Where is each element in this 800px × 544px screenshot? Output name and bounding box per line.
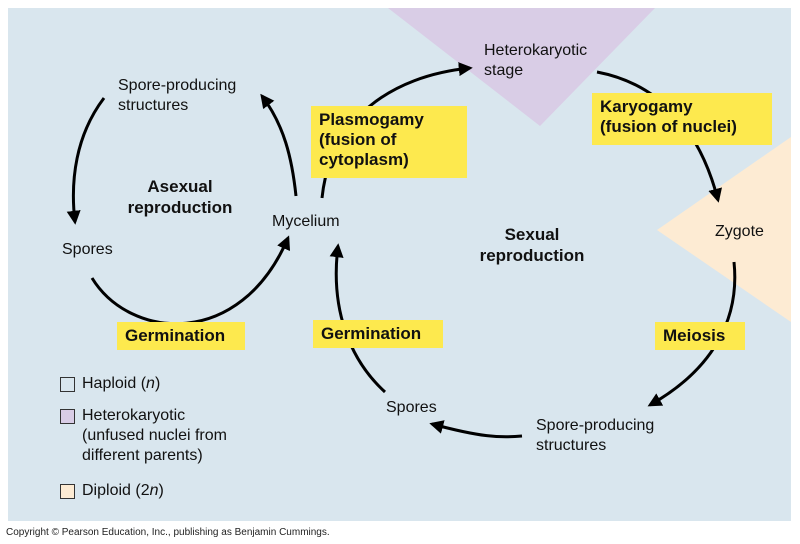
arrow-spore-structures-to-spores — [429, 420, 523, 439]
legend-item-haploid: Haploid (n) — [60, 374, 160, 394]
legend-diploid-label: Diploid — [82, 482, 131, 499]
legend-item-diploid: Diploid (2n) — [60, 481, 164, 501]
heterokaryotic-stage-label: Heterokaryotic stage — [484, 42, 588, 79]
arrow-spore-structures-to-spores — [66, 97, 106, 225]
haploid-swatch — [60, 377, 75, 392]
legend-item-heterokaryotic: Heterokaryotic (unfused nuclei from diff… — [60, 406, 227, 466]
meiosis-box: Meiosis — [655, 322, 745, 350]
sexual-spore-producing-structures-label: Spore-producing structures — [536, 417, 655, 454]
arrow-spores-to-mycelium — [90, 235, 291, 326]
heterokaryotic-swatch — [60, 409, 75, 424]
diploid-swatch — [60, 484, 75, 499]
legend-heterokaryotic-label: Heterokaryotic — [82, 407, 186, 424]
asexual-reproduction-title: Asexual reproduction — [127, 177, 233, 217]
asexual-spore-producing-structures-label: Spore-producing structures — [118, 77, 237, 114]
legend-diploid-symbol: 2n — [140, 482, 159, 499]
mycelium-label: Mycelium — [272, 213, 340, 230]
legend-haploid-symbol: n — [146, 375, 155, 392]
legend-haploid-label: Haploid — [82, 375, 137, 392]
legend-heterokaryotic-subline-1: (unfused nuclei from — [82, 427, 227, 444]
asexual-spores-label: Spores — [62, 241, 113, 258]
zygote-label: Zygote — [715, 223, 764, 240]
plasmogamy-box: Plasmogamy (fusion of cytoplasm) — [311, 106, 467, 178]
sexual-germination-box: Germination — [313, 320, 443, 348]
sexual-reproduction-title: Sexual reproduction — [479, 225, 585, 265]
arrow-spores-to-mycelium-sexual — [329, 243, 387, 394]
asexual-germination-box: Germination — [117, 322, 245, 350]
arrow-mycelium-to-spore-structures — [260, 93, 298, 197]
copyright-notice: Copyright © Pearson Education, Inc., pub… — [6, 527, 330, 538]
karyogamy-box: Karyogamy (fusion of nuclei) — [592, 93, 772, 145]
legend-heterokaryotic-subline-2: different parents) — [82, 447, 203, 464]
diploid-region — [657, 137, 791, 322]
sexual-spores-label: Spores — [386, 399, 437, 416]
heterokaryotic-region — [388, 8, 655, 126]
